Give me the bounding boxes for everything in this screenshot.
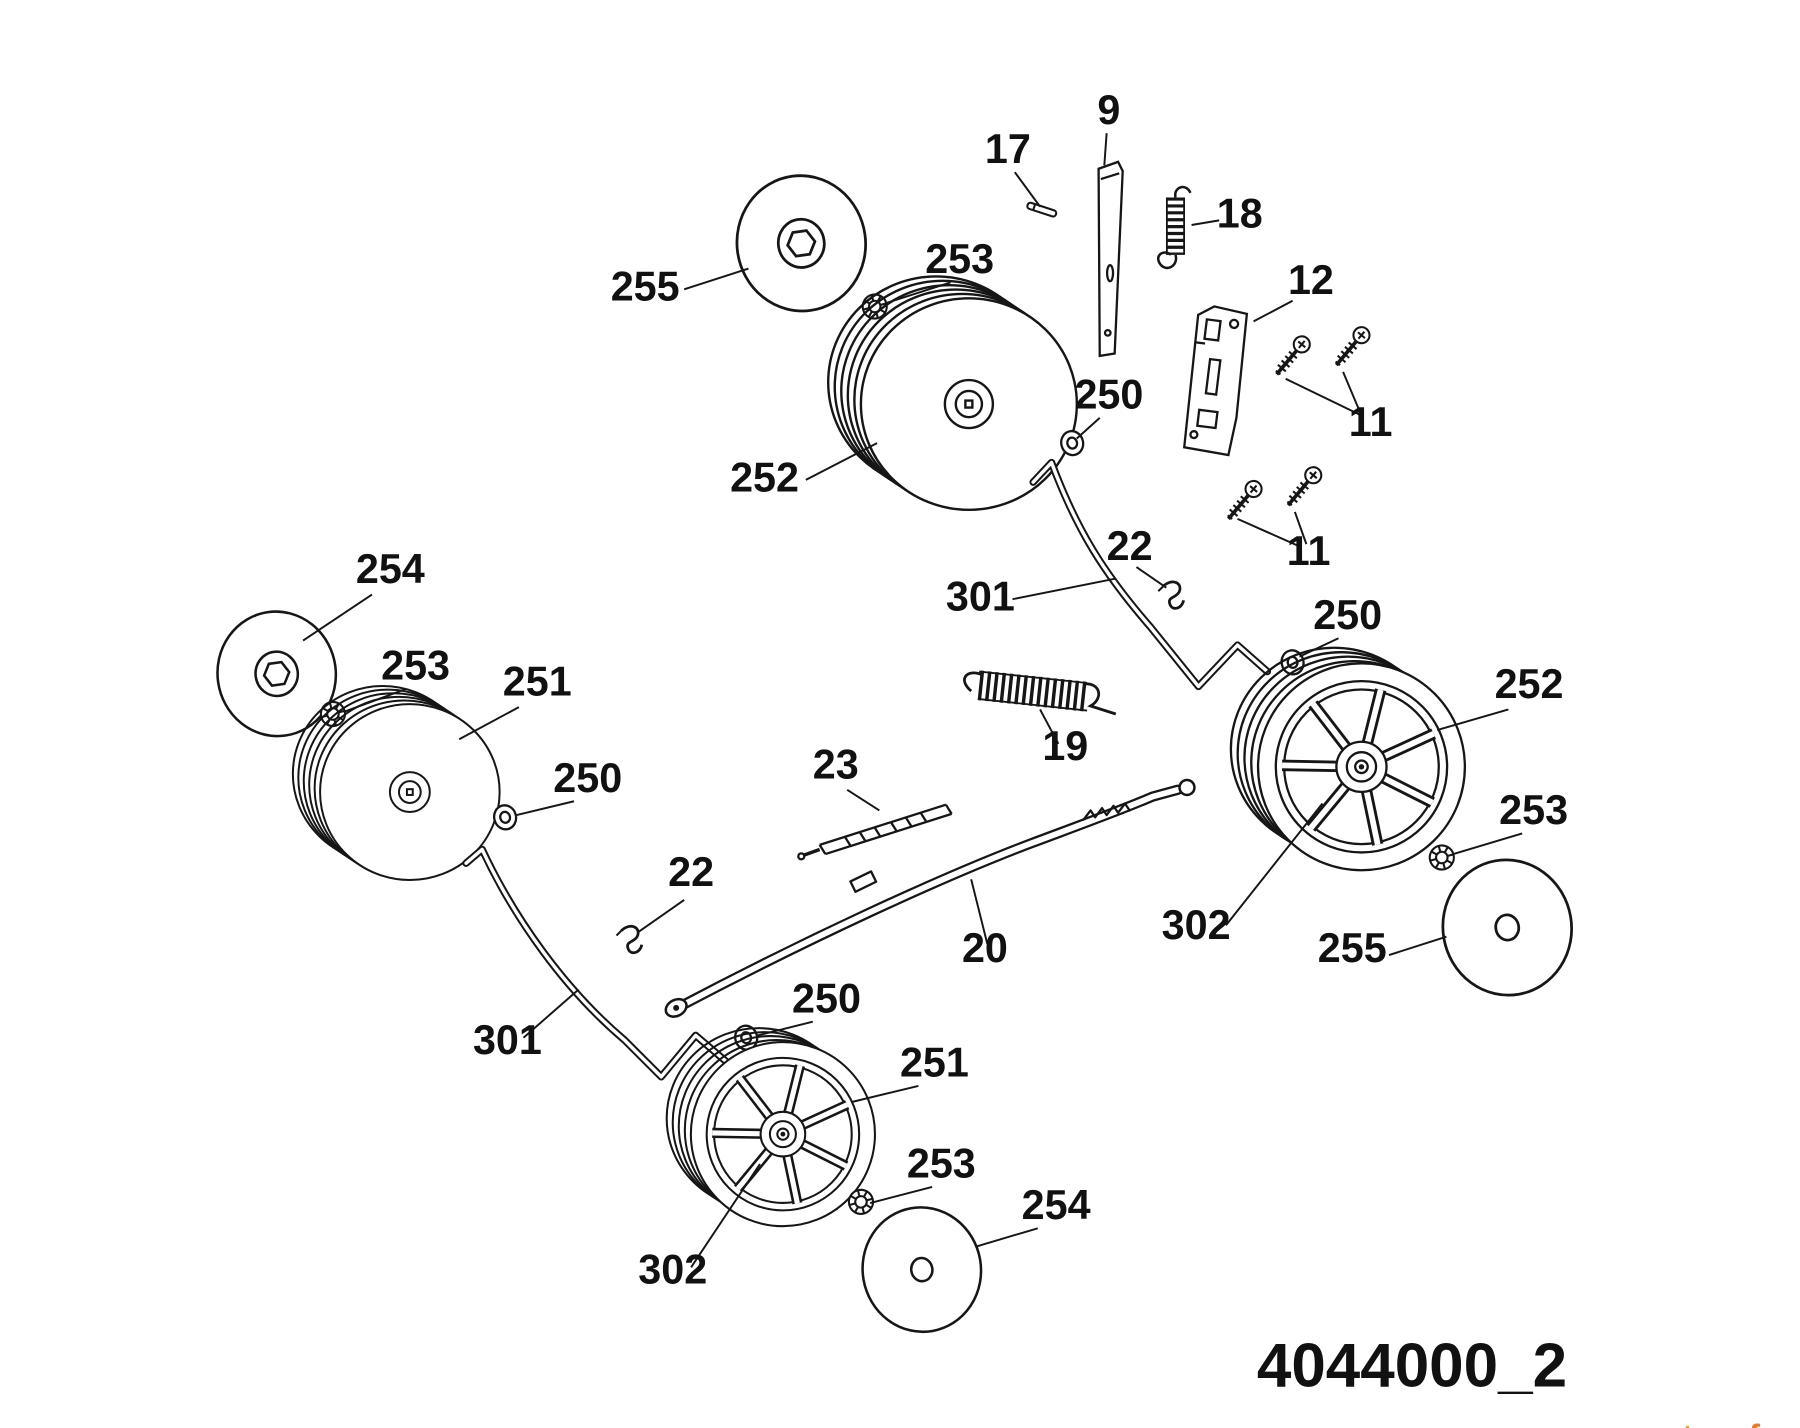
leader-line — [1103, 133, 1108, 166]
part-label-23: 23 — [813, 741, 859, 787]
part-label-17: 17 — [985, 126, 1031, 172]
part-label-255-top-left: 255 — [611, 264, 680, 310]
part-252-wheel-right — [1231, 648, 1465, 870]
leader-line — [1225, 802, 1324, 926]
part-255-hubcap-top-left — [726, 165, 876, 321]
part-20-adjuster-lever — [664, 778, 1196, 1018]
leader-line — [522, 988, 580, 1039]
part-label-11-lower: 11 — [1287, 528, 1331, 574]
leader-line — [516, 800, 575, 816]
watermark-letter: u — [1728, 1419, 1749, 1428]
leader-line — [1237, 517, 1300, 548]
part-label-20: 20 — [962, 925, 1008, 971]
watermark-letter: f — [1749, 1419, 1761, 1428]
leader-line — [1293, 511, 1308, 545]
watermark-logo: motoruf.de — [1630, 1419, 1790, 1428]
leader-line — [1299, 637, 1339, 658]
leader-line — [458, 706, 520, 741]
part-label-12: 12 — [1288, 257, 1334, 303]
leader-line — [757, 1020, 813, 1037]
part-18-spring — [1157, 185, 1192, 270]
leader-line — [970, 879, 989, 944]
part-label-252-top: 252 — [730, 454, 799, 500]
part-label-250-right: 250 — [1313, 592, 1382, 638]
leader-line — [975, 1227, 1039, 1248]
drawing-number: 4044000_2 — [1257, 1332, 1567, 1401]
leader-line — [1342, 371, 1363, 416]
leader-line — [1453, 832, 1523, 855]
part-label-250-bottom: 250 — [792, 975, 861, 1021]
part-12-bracket-plate — [1182, 305, 1249, 457]
part-label-255-right: 255 — [1318, 925, 1387, 971]
part-label-251-bottom: 251 — [900, 1040, 969, 1086]
part-301-axle-top — [1029, 458, 1272, 691]
part-22-clip-left — [615, 924, 644, 955]
part-251-wheel-bottom — [667, 1028, 875, 1226]
leader-lines — [302, 133, 1523, 1268]
leader-line — [869, 1185, 933, 1204]
part-17-pin — [1026, 201, 1058, 218]
leader-line — [885, 281, 951, 304]
part-254-hubcap-bottom — [851, 1196, 993, 1343]
svg-text:motoruf.de: motoruf.de — [1630, 1419, 1790, 1428]
leader-line — [1191, 219, 1220, 226]
watermark-letter: o — [1661, 1419, 1682, 1428]
part-19-spring — [963, 670, 1117, 716]
part-label-250-top: 250 — [1074, 372, 1143, 418]
watermark-letter: r — [1714, 1419, 1727, 1428]
watermark-letter: m — [1630, 1419, 1661, 1428]
part-label-9: 9 — [1097, 87, 1120, 133]
part-label-18: 18 — [1217, 190, 1263, 236]
part-label-22-right: 22 — [1107, 523, 1153, 569]
part-label-254-left: 254 — [356, 546, 425, 592]
leader-line — [1012, 577, 1116, 601]
part-label-19: 19 — [1042, 723, 1088, 769]
part-11-screws-lower — [1220, 462, 1327, 526]
part-label-22-left: 22 — [668, 849, 714, 895]
leader-line — [1436, 708, 1509, 732]
part-label-250-left: 250 — [553, 755, 622, 801]
leader-line — [690, 1163, 761, 1268]
part-251-wheel-left — [291, 684, 501, 882]
leader-line — [302, 593, 373, 642]
watermark-letter: o — [1693, 1419, 1714, 1428]
part-label-253-left: 253 — [381, 643, 450, 689]
leader-line — [851, 1084, 919, 1103]
part-label-253-top-left: 253 — [925, 236, 994, 282]
leader-line — [805, 442, 878, 481]
part-label-301-bottom: 301 — [473, 1017, 542, 1063]
part-9-bracket-bar — [1097, 160, 1124, 358]
leader-line — [344, 687, 407, 713]
part-301-axle-bottom — [462, 845, 732, 1081]
part-label-254-bottom: 254 — [1022, 1182, 1091, 1228]
part-11-screws-upper — [1268, 322, 1375, 382]
part-23-rack-strip — [797, 803, 953, 861]
part-label-253-bottom: 253 — [907, 1141, 976, 1187]
part-253-lockwasher-right — [1426, 841, 1458, 874]
leader-line — [1388, 935, 1447, 956]
leader-line — [846, 788, 880, 812]
leader-line — [1285, 377, 1362, 417]
leader-line — [683, 267, 749, 291]
part-label-301-top: 301 — [946, 574, 1015, 620]
leader-line — [637, 899, 685, 933]
part-label-253-right: 253 — [1499, 787, 1568, 833]
leader-line — [1076, 417, 1101, 440]
leader-line — [1135, 566, 1167, 589]
part-label-11-upper: 11 — [1349, 399, 1393, 445]
part-255-hubcap-right — [1430, 848, 1584, 1007]
watermark-letter: t — [1682, 1419, 1694, 1428]
part-label-252-right: 252 — [1495, 661, 1564, 707]
part-labels: 9 17 18 12 11 11 255 253 250 252 22 301 … — [356, 87, 1568, 1292]
leader-line — [1253, 299, 1294, 323]
leader-line — [1014, 171, 1041, 208]
part-label-251-left: 251 — [503, 659, 572, 705]
part-label-302-bottom: 302 — [638, 1246, 707, 1292]
part-label-302-right: 302 — [1162, 902, 1231, 948]
leader-line — [1039, 708, 1060, 745]
